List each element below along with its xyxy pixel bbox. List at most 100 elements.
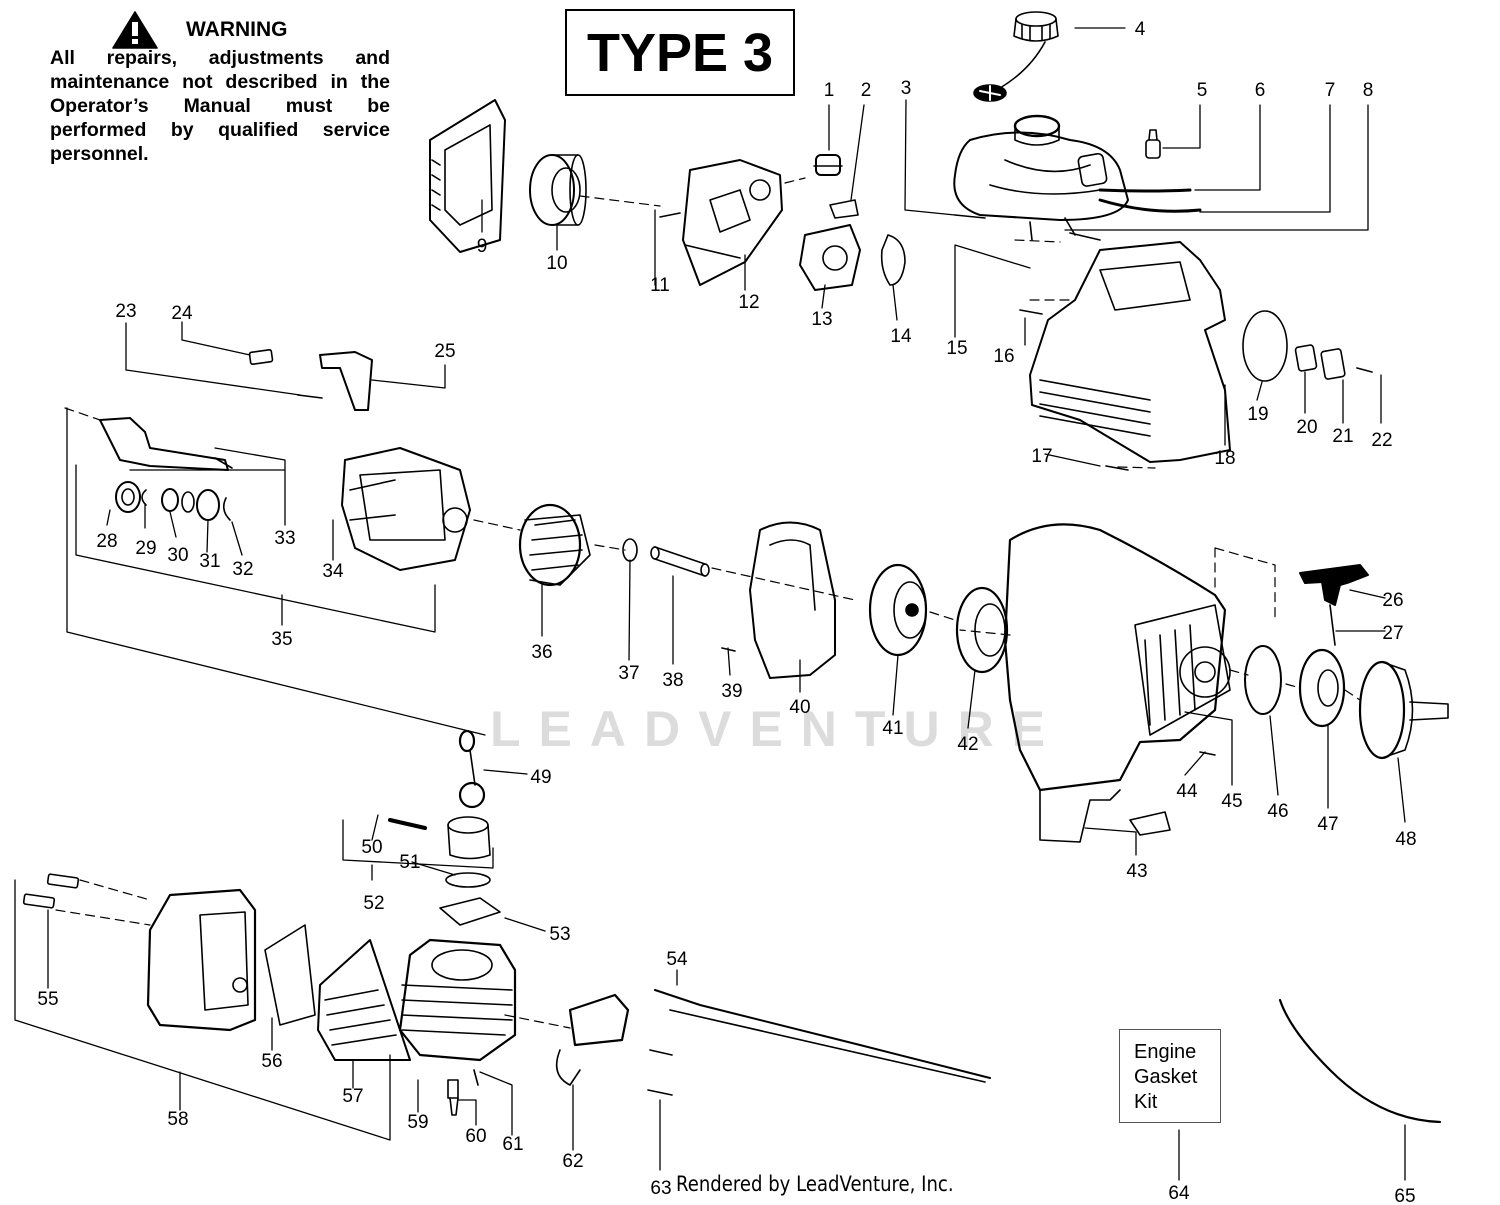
part-fuel-cap <box>973 11 1059 102</box>
part-piston <box>388 816 491 888</box>
part-label: 11 <box>650 275 670 296</box>
part-air-box <box>682 159 783 286</box>
part-label: 1 <box>824 80 835 101</box>
part-cylinder <box>398 938 517 1062</box>
part-label: 49 <box>530 767 551 788</box>
part-label: 38 <box>662 670 683 691</box>
part-muffler-gasket <box>264 924 316 1026</box>
part-clutch-assembly <box>1298 648 1346 728</box>
type-label: TYPE 3 <box>565 9 795 96</box>
part-label: 42 <box>957 734 978 755</box>
part-label: 8 <box>1363 80 1374 101</box>
part-label: 56 <box>261 1051 282 1072</box>
part-label: 35 <box>271 629 292 650</box>
part-primer-bulb <box>813 154 843 176</box>
part-drive-shaft <box>99 417 233 471</box>
part-label: 6 <box>1255 80 1266 101</box>
part-block-20 <box>1294 344 1318 372</box>
part-number-labels: 1 2 3 4 5 6 7 8 9 10 11 12 13 14 15 16 1… <box>37 19 1416 1205</box>
part-label: 22 <box>1371 430 1392 451</box>
part-starter-housing <box>1003 523 1231 843</box>
part-label: 24 <box>171 303 193 324</box>
render-credit: Rendered by LeadVenture, Inc. <box>676 1172 954 1196</box>
part-label: 64 <box>1168 1183 1190 1204</box>
part-label: 17 <box>1031 446 1052 467</box>
part-label: 12 <box>738 292 759 313</box>
part-starter-pulley <box>868 563 928 657</box>
part-label: 46 <box>1267 801 1288 822</box>
part-label: 10 <box>546 253 567 274</box>
part-label: 60 <box>465 1126 486 1147</box>
part-label: 23 <box>115 301 136 322</box>
part-starter-handle <box>1299 564 1369 646</box>
part-label: 36 <box>531 642 552 663</box>
part-fuel-tank <box>953 114 1129 241</box>
part-label: 55 <box>37 989 58 1010</box>
part-label: 51 <box>399 852 420 873</box>
part-fuel-filter <box>1145 129 1161 159</box>
part-ignition-wire <box>654 989 991 1083</box>
part-label: 57 <box>342 1086 363 1107</box>
part-label: 48 <box>1395 829 1416 850</box>
part-label: 47 <box>1317 814 1338 835</box>
part-fuel-lines <box>1098 188 1202 213</box>
part-label: 43 <box>1126 861 1147 882</box>
part-label: 3 <box>901 78 912 99</box>
part-engine-shroud <box>1029 241 1231 463</box>
part-label: 4 <box>1135 19 1146 40</box>
part-label: 59 <box>407 1112 428 1133</box>
part-label: 37 <box>618 663 639 684</box>
part-block-21 <box>1320 348 1346 380</box>
part-label: 14 <box>890 326 912 347</box>
part-label: 32 <box>232 559 253 580</box>
part-carb-gasket <box>880 234 906 286</box>
part-label: 44 <box>1176 781 1198 802</box>
part-clutch-housing <box>341 447 471 571</box>
part-label: 26 <box>1382 590 1403 611</box>
part-label: 30 <box>167 545 188 566</box>
part-label: 21 <box>1332 426 1353 447</box>
part-label: 34 <box>322 561 344 582</box>
part-label: 65 <box>1394 1186 1415 1205</box>
part-label: 39 <box>721 681 742 702</box>
part-heat-shield <box>317 939 411 1061</box>
warning-icon <box>112 11 158 49</box>
part-label: 33 <box>274 528 295 549</box>
part-label: 7 <box>1325 80 1336 101</box>
part-throttle-cable <box>1278 998 1442 1124</box>
part-label: 31 <box>199 551 220 572</box>
part-air-filter <box>529 154 587 226</box>
part-label: 53 <box>549 924 570 945</box>
part-muffler <box>146 888 257 1032</box>
part-label: 58 <box>167 1109 188 1130</box>
part-spacer <box>1129 811 1171 836</box>
part-o-ring <box>1242 310 1288 382</box>
part-label: 52 <box>363 893 384 914</box>
warning-title: WARNING <box>186 18 288 41</box>
part-label: 2 <box>861 80 872 101</box>
kit-label-line: Engine <box>1134 1041 1197 1063</box>
part-label: 15 <box>946 338 967 359</box>
kit-label-line: Gasket <box>1134 1066 1198 1088</box>
part-label: 40 <box>789 697 810 718</box>
leader-lines <box>14 27 1406 1181</box>
part-label: 62 <box>562 1151 583 1172</box>
warning-notice: WARNING All repairs, adjustments and mai… <box>50 10 390 166</box>
part-label: 28 <box>96 531 117 552</box>
part-label: 9 <box>477 236 488 257</box>
part-clutch-disc <box>1244 645 1282 715</box>
part-cylinder-gasket <box>439 897 501 926</box>
part-connecting-rod <box>458 729 486 809</box>
part-label: 41 <box>882 718 903 739</box>
part-carburetor <box>799 199 861 291</box>
part-label: 61 <box>502 1134 523 1155</box>
part-label: 16 <box>993 346 1014 367</box>
alignment-lines <box>55 177 1361 1029</box>
part-flywheel <box>518 503 591 587</box>
part-label: 19 <box>1247 404 1268 425</box>
part-ignition-module <box>555 993 630 1086</box>
part-label: 18 <box>1214 448 1235 469</box>
part-label: 50 <box>361 837 382 858</box>
part-shaft-pin <box>650 546 710 577</box>
